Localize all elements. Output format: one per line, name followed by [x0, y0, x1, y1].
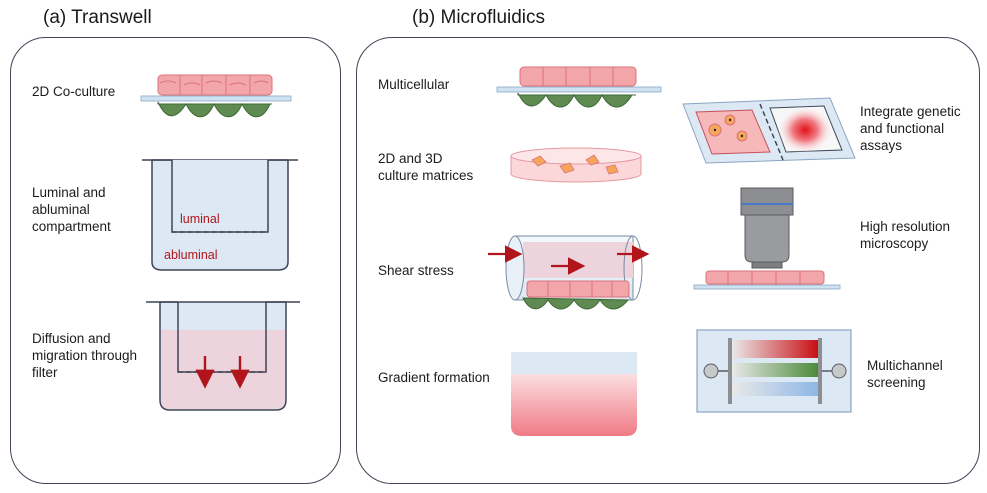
multicellular-illustration	[496, 66, 662, 108]
gradient-formation-illustration	[511, 352, 637, 436]
endothelial-cell-layer	[157, 74, 273, 96]
coculture-2d-illustration	[140, 74, 292, 118]
panel-a-title: (a) Transwell	[43, 7, 152, 28]
culture-matrices-label: 2D and 3D culture matrices	[378, 151, 474, 183]
shear-stress-label: Shear stress	[378, 263, 454, 278]
shear-stress-illustration	[488, 235, 650, 310]
coculture-2d-label: 2D Co-culture	[32, 84, 116, 99]
panel-a-frame	[10, 37, 341, 484]
luminal-label: luminal	[180, 212, 220, 226]
transwell-compartment-illustration	[142, 159, 298, 271]
compartment-label: Luminal and abluminal compartment	[32, 185, 111, 234]
transwell-diffusion-illustration	[146, 301, 300, 411]
porous-membrane	[140, 95, 292, 102]
microscope-objective-illustration	[693, 187, 841, 290]
multichannel-chip-illustration	[696, 329, 852, 413]
integrated-assays-label: Integrate genetic and functional assays	[860, 104, 961, 153]
panel-b-title: (b) Microfluidics	[412, 7, 546, 28]
multichannel-label: Multichannel screening	[867, 358, 943, 390]
microscopy-label: High resolution microscopy	[860, 219, 951, 251]
multicellular-label: Multicellular	[378, 77, 450, 92]
diffusion-migration-label: Diffusion and migration through filter	[32, 331, 138, 380]
pericyte-cell-layer	[157, 101, 272, 118]
gradient-formation-label: Gradient formation	[378, 370, 490, 385]
panel-b-frame	[356, 37, 980, 484]
assay-chip-illustration	[682, 97, 856, 164]
culture-matrix-illustration	[510, 147, 642, 183]
abluminal-label: abluminal	[164, 248, 218, 262]
